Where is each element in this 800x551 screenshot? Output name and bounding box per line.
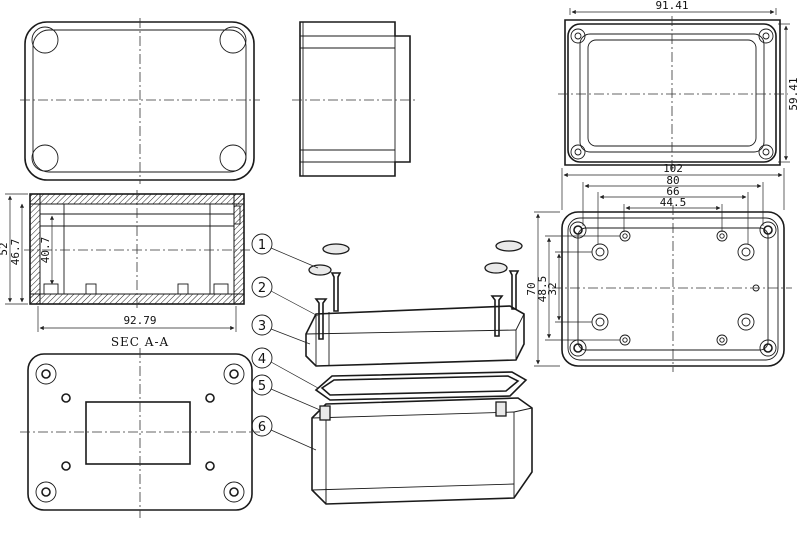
dim-section-outer: 46.7 [9, 239, 22, 266]
section-label: SEC A-A [111, 335, 169, 349]
callout-5: 5 [258, 379, 266, 394]
dim-overall-width: 102 [663, 162, 683, 175]
dim-hole-vert-a: 48.5 [536, 276, 549, 303]
gasket-part [314, 371, 528, 401]
screws [314, 270, 520, 340]
base-top-view: 102 80 66 44.5 70 48.5 32 [525, 162, 792, 372]
base-bottom-view: 91.41 59.41 [558, 0, 800, 170]
dim-hole-a: 80 [666, 174, 679, 187]
dim-top-height: 59.41 [787, 77, 800, 110]
dim-hole-c: 44.5 [660, 196, 687, 209]
base-mounting-view [20, 348, 260, 518]
dim-top-width: 91.41 [655, 0, 688, 12]
dim-section-width: 92.79 [123, 314, 156, 327]
lid-top-view [20, 18, 260, 184]
callout-2: 2 [258, 281, 266, 296]
dim-section-total: 52 [0, 242, 10, 255]
callout-3: 3 [258, 319, 266, 334]
exploded-view: 1 2 3 4 5 6 [251, 233, 533, 505]
callout-1: 1 [258, 238, 266, 253]
dim-overall-height: 70 [525, 282, 538, 295]
callout-6: 6 [258, 420, 266, 435]
lid-part [305, 305, 525, 367]
lid-side-view [292, 21, 418, 177]
base-part [311, 397, 533, 505]
dim-hole-vert-b: 32 [546, 282, 559, 295]
callout-4: 4 [258, 352, 266, 367]
dim-section-inner: 40.7 [39, 237, 52, 264]
section-view: 52 46.7 40.7 92.79 SEC A-A [0, 190, 250, 349]
dim-hole-b: 66 [666, 185, 679, 198]
